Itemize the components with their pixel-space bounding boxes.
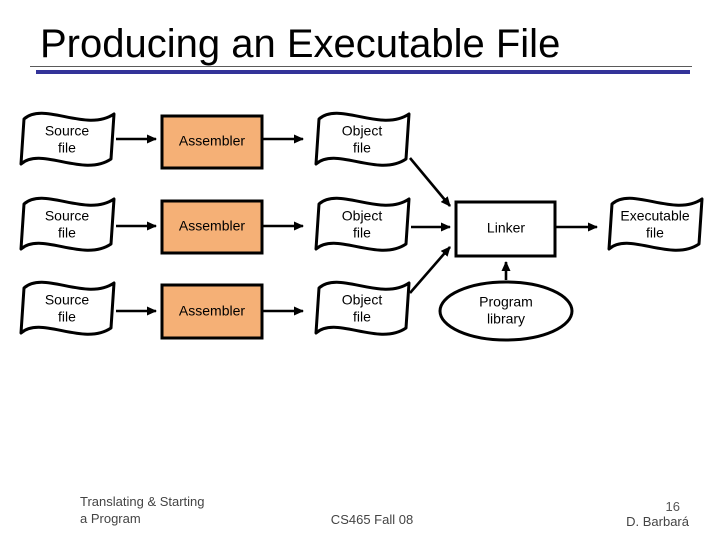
object-file-label-2: Object file	[341, 207, 383, 240]
program-library-label: Program library	[479, 293, 533, 326]
source-file-label-3: Source file	[44, 291, 90, 324]
assembler-label-3: Assembler	[178, 302, 246, 319]
assembler-box-2	[160, 199, 264, 255]
assembler-label-1: Assembler	[178, 132, 246, 149]
source-file-label-1: Source file	[44, 122, 90, 155]
assembler-box-1	[160, 114, 264, 170]
footer-course-code: CS465 Fall 08	[330, 512, 414, 527]
footer-course-line1: Translating & Starting	[80, 494, 205, 509]
linker-box	[454, 200, 557, 258]
object-file-label-1: Object file	[341, 122, 383, 155]
arrow-object3-linker	[409, 246, 451, 294]
assembler-box-3	[160, 283, 264, 340]
program-library-ellipse	[438, 280, 574, 342]
linker-label: Linker	[486, 219, 526, 236]
footer-author: D. Barbará	[626, 514, 689, 529]
footer-page-number: 16	[665, 499, 680, 514]
arrow-object1-linker	[409, 157, 451, 207]
title-underline-thin	[30, 66, 692, 67]
footer-course-line2: a Program	[80, 511, 141, 526]
object-file-label-3: Object file	[341, 291, 383, 324]
page-title: Producing an Executable File	[40, 22, 561, 66]
assembler-label-2: Assembler	[178, 217, 246, 234]
footer-course-title: Translating & Starting a Program	[80, 493, 205, 527]
source-file-label-2: Source file	[44, 207, 90, 240]
executable-file-label: Executable file	[620, 207, 690, 240]
title-underline-blue	[36, 70, 690, 74]
